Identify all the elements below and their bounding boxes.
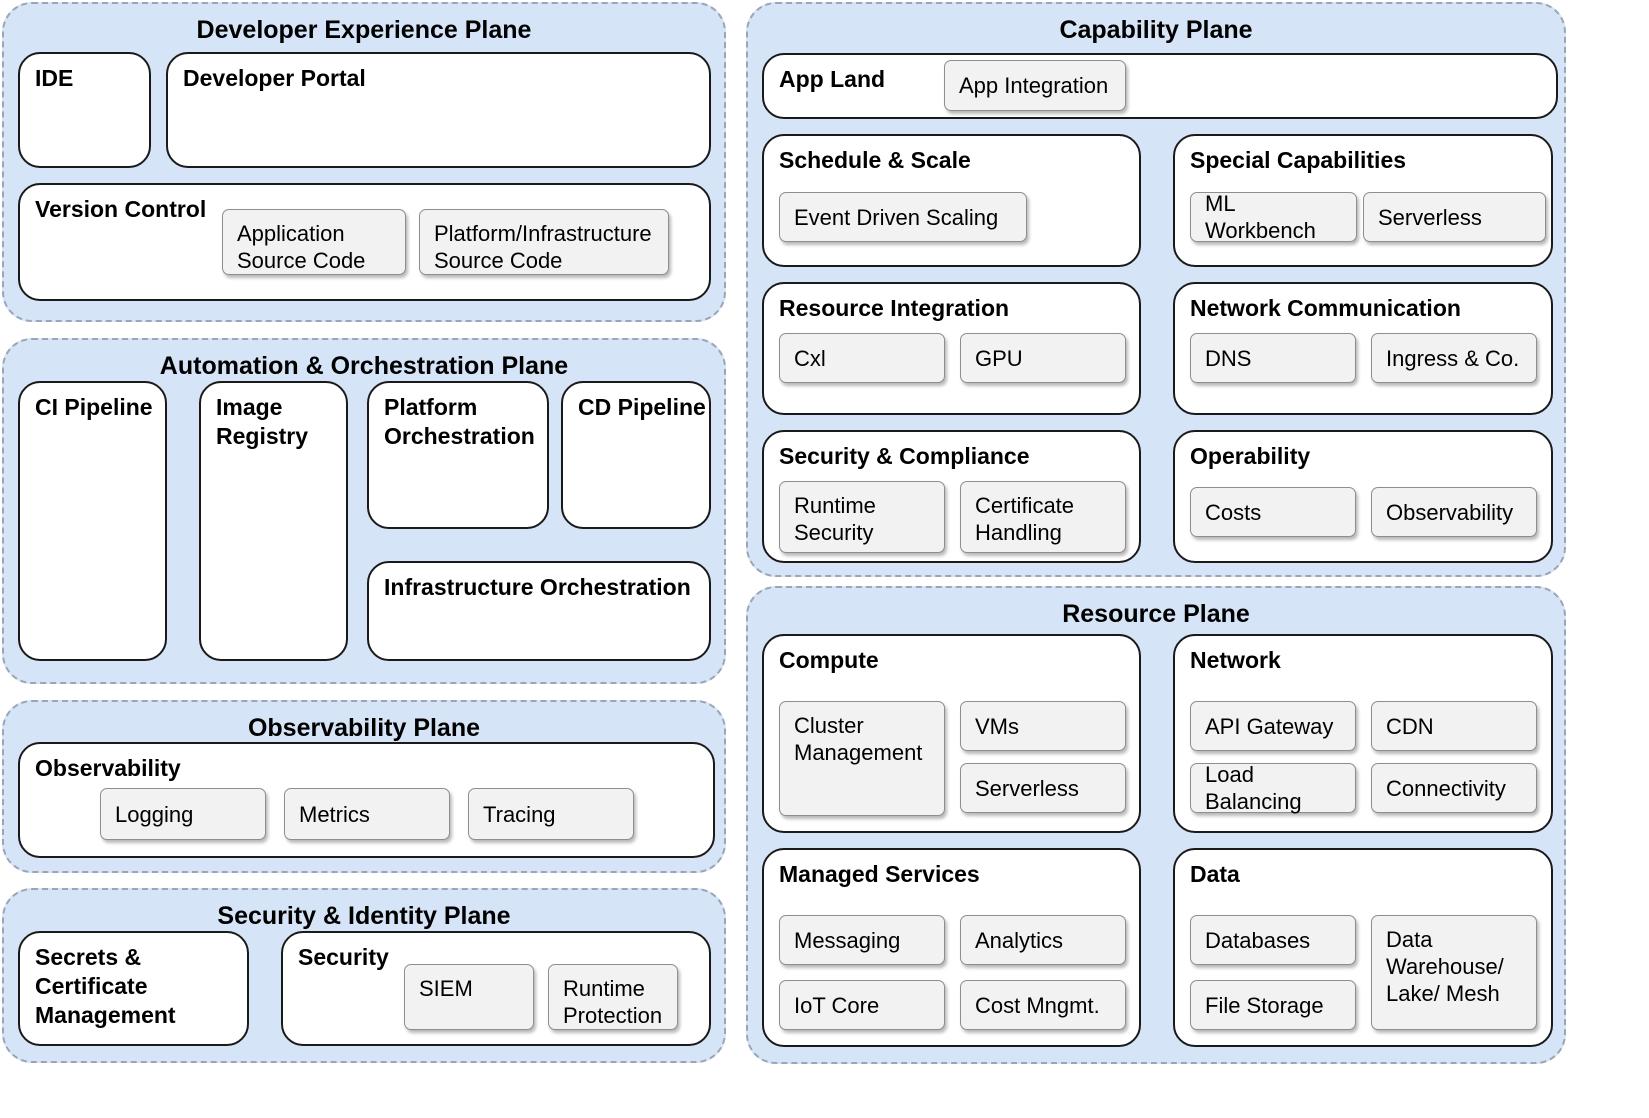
ci-pipeline-title: CI Pipeline — [35, 394, 153, 420]
app-integration-chip: App Integration — [944, 60, 1126, 111]
platform-infrastructure-source-code-chip: Platform/Infrastructure Source Code — [419, 209, 669, 275]
security-identity-plane: Security & Identity Plane Secrets & Cert… — [2, 888, 726, 1063]
special-capabilities-box: Special Capabilities ML Workbench Server… — [1173, 134, 1553, 267]
analytics-chip: Analytics — [960, 915, 1126, 965]
compute-serverless-chip: Serverless — [960, 763, 1126, 813]
load-balancing-chip: Load Balancing — [1190, 762, 1356, 814]
cd-pipeline-box: CD Pipeline — [561, 381, 711, 529]
platform-orchestration-title: Platform Orchestration — [384, 394, 535, 449]
developer-portal-box: Developer Portal — [166, 52, 711, 168]
cost-mngmt-chip: Cost Mngmt. — [960, 980, 1126, 1030]
connectivity-chip: Connectivity — [1371, 763, 1537, 813]
costs-chip: Costs — [1190, 487, 1356, 537]
image-registry-box: Image Registry — [199, 381, 348, 661]
ide-title: IDE — [35, 65, 74, 91]
metrics-chip: Metrics — [284, 788, 450, 840]
automation-orchestration-plane-title: Automation & Orchestration Plane — [159, 352, 569, 380]
ingress-chip: Ingress & Co. — [1371, 333, 1537, 383]
platform-orchestration-box: Platform Orchestration — [367, 381, 549, 529]
observability-plane: Observability Plane Observability Loggin… — [2, 700, 726, 873]
iot-core-chip: IoT Core — [779, 980, 945, 1030]
security-compliance-box: Security & Compliance Runtime Security C… — [762, 430, 1141, 563]
version-control-box: Version Control Application Source Code … — [18, 183, 711, 301]
data-box: Data Databases File Storage Data Warehou… — [1173, 848, 1553, 1047]
event-driven-scaling-chip: Event Driven Scaling — [779, 192, 1027, 242]
network-communication-box: Network Communication DNS Ingress & Co. — [1173, 282, 1553, 415]
app-land-title: App Land — [779, 66, 886, 92]
network-title: Network — [1190, 647, 1281, 673]
special-serverless-chip: Serverless — [1363, 192, 1546, 242]
resource-integration-box: Resource Integration Cxl GPU — [762, 282, 1141, 415]
secrets-certificate-management-title: Secrets & Certificate Management — [35, 944, 176, 1028]
databases-chip: Databases — [1190, 915, 1356, 965]
cdn-chip: CDN — [1371, 701, 1537, 751]
observability-plane-title: Observability Plane — [247, 714, 481, 742]
version-control-title: Version Control — [35, 196, 207, 222]
data-title: Data — [1190, 861, 1240, 887]
managed-services-title: Managed Services — [779, 861, 980, 887]
cxl-chip: Cxl — [779, 333, 945, 383]
resource-plane: Resource Plane Compute Cluster Managemen… — [746, 586, 1566, 1064]
cd-pipeline-title: CD Pipeline — [578, 394, 706, 420]
ml-workbench-chip: ML Workbench — [1190, 191, 1357, 243]
automation-orchestration-plane: Automation & Orchestration Plane CI Pipe… — [2, 338, 726, 684]
capability-plane-title: Capability Plane — [1059, 16, 1253, 44]
observability-box: Observability Logging Metrics Tracing — [18, 742, 715, 858]
operability-observability-chip: Observability — [1371, 487, 1537, 537]
network-box: Network API Gateway CDN Load Balancing C… — [1173, 634, 1553, 833]
special-capabilities-title: Special Capabilities — [1190, 147, 1407, 173]
ci-pipeline-box: CI Pipeline — [18, 381, 167, 661]
developer-experience-plane: Developer Experience Plane IDE Developer… — [2, 2, 726, 322]
file-storage-chip: File Storage — [1190, 980, 1356, 1030]
security-identity-plane-title: Security & Identity Plane — [217, 902, 511, 930]
application-source-code-chip: Application Source Code — [222, 209, 406, 275]
siem-chip: SIEM — [404, 964, 534, 1030]
infrastructure-orchestration-box: Infrastructure Orchestration — [367, 561, 711, 661]
security-title: Security — [298, 944, 389, 970]
resource-plane-title: Resource Plane — [1062, 600, 1250, 628]
resource-integration-title: Resource Integration — [779, 295, 1010, 321]
compute-box: Compute Cluster Management VMs Serverles… — [762, 634, 1141, 833]
api-gateway-chip: API Gateway — [1190, 701, 1356, 751]
secrets-certificate-management-box: Secrets & Certificate Management — [18, 931, 249, 1046]
gpu-chip: GPU — [960, 333, 1126, 383]
data-warehouse-chip: Data Warehouse/ Lake/ Mesh — [1371, 915, 1537, 1030]
developer-portal-title: Developer Portal — [183, 65, 366, 91]
operability-box: Operability Costs Observability — [1173, 430, 1553, 563]
schedule-scale-box: Schedule & Scale Event Driven Scaling — [762, 134, 1141, 267]
ide-box: IDE — [18, 52, 151, 168]
cluster-management-chip: Cluster Management — [779, 701, 945, 816]
logging-chip: Logging — [100, 788, 266, 840]
security-box: Security SIEM Runtime Protection — [281, 931, 711, 1046]
image-registry-title: Image Registry — [216, 394, 309, 449]
tracing-chip: Tracing — [468, 788, 634, 840]
certificate-handling-chip: Certificate Handling — [960, 481, 1126, 553]
managed-services-box: Managed Services Messaging Analytics IoT… — [762, 848, 1141, 1047]
developer-experience-plane-title: Developer Experience Plane — [196, 16, 532, 44]
dns-chip: DNS — [1190, 333, 1356, 383]
runtime-security-chip: Runtime Security — [779, 481, 945, 553]
runtime-protection-chip: Runtime Protection — [548, 964, 678, 1030]
capability-plane: Capability Plane App Land App Integratio… — [746, 2, 1566, 577]
observability-title: Observability — [35, 755, 181, 781]
app-land-box: App Land App Integration — [762, 53, 1558, 119]
compute-title: Compute — [779, 647, 879, 673]
operability-title: Operability — [1190, 443, 1311, 469]
vms-chip: VMs — [960, 701, 1126, 751]
infrastructure-orchestration-title: Infrastructure Orchestration — [384, 574, 691, 600]
security-compliance-title: Security & Compliance — [779, 443, 1030, 469]
network-communication-title: Network Communication — [1190, 295, 1461, 321]
schedule-scale-title: Schedule & Scale — [779, 147, 971, 173]
messaging-chip: Messaging — [779, 915, 945, 965]
